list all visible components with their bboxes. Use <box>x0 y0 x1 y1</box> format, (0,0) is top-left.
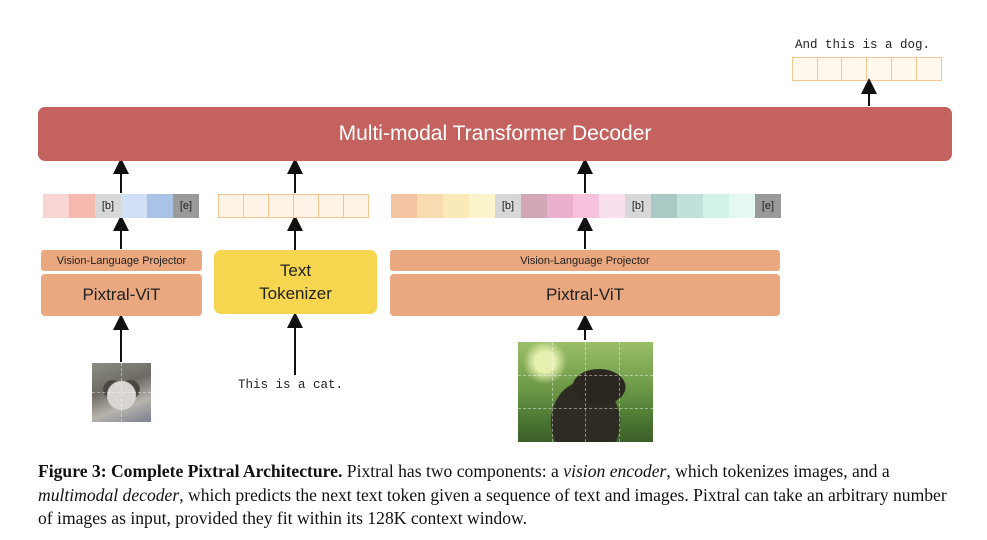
left-token-row: [b] [e] <box>43 194 199 218</box>
image-token <box>469 194 495 218</box>
output-token <box>817 57 842 81</box>
special-token: [b] <box>95 194 121 218</box>
left-projector: Vision-Language Projector <box>41 250 202 271</box>
caption-text-3: , which predicts the next text token giv… <box>38 484 947 529</box>
patch-grid-line <box>121 363 122 422</box>
text-token <box>268 194 294 218</box>
image-token <box>547 194 573 218</box>
image-token <box>729 194 755 218</box>
image-token <box>417 194 443 218</box>
image-token <box>443 194 469 218</box>
patch-grid-line <box>552 342 553 442</box>
image-token <box>121 194 147 218</box>
patch-grid-line <box>585 342 586 442</box>
patch-grid-line <box>92 392 151 393</box>
dog-image <box>518 342 653 442</box>
figure-caption: Figure 3: Complete Pixtral Architecture.… <box>38 460 958 531</box>
right-projector: Vision-Language Projector <box>390 250 780 271</box>
patch-grid-line <box>619 342 620 442</box>
special-token: [e] <box>755 194 781 218</box>
text-token <box>243 194 269 218</box>
caption-text-1: Pixtral has two components: a <box>342 461 564 481</box>
tokenizer-label-line2: Tokenizer <box>259 284 332 303</box>
input-text: This is a cat. <box>238 378 344 392</box>
caption-term-vision-encoder: vision encoder <box>563 461 667 481</box>
image-token <box>651 194 677 218</box>
text-token <box>318 194 344 218</box>
text-token <box>343 194 369 218</box>
special-token: [e] <box>173 194 199 218</box>
output-text: And this is a dog. <box>795 38 931 52</box>
text-tokenizer: Text Tokenizer <box>214 250 377 314</box>
image-token <box>703 194 729 218</box>
caption-term-multimodal-decoder: multimodal decoder <box>38 484 180 505</box>
tokenizer-label-line1: Text <box>279 261 312 280</box>
special-token: [b] <box>625 194 651 218</box>
text-token <box>293 194 319 218</box>
right-token-row: [b] [b] [e] <box>391 194 781 218</box>
output-token <box>916 57 942 81</box>
text-token-row <box>218 194 369 218</box>
output-token-row <box>792 57 942 81</box>
cat-image <box>92 363 151 422</box>
image-token <box>69 194 95 218</box>
patch-grid-line <box>518 408 653 409</box>
caption-label: Figure 3: Complete Pixtral Architecture. <box>38 461 343 481</box>
right-vit-encoder: Pixtral-ViT <box>390 274 780 316</box>
output-token <box>891 57 917 81</box>
image-token <box>573 194 599 218</box>
text-token <box>218 194 244 218</box>
special-token: [b] <box>495 194 521 218</box>
image-token <box>391 194 417 218</box>
caption-text-2: , which tokenizes images, and a <box>666 461 890 481</box>
patch-grid-line <box>518 375 653 376</box>
left-vit-encoder: Pixtral-ViT <box>41 274 202 316</box>
image-token <box>599 194 625 218</box>
image-token <box>147 194 173 218</box>
image-token <box>677 194 703 218</box>
image-token <box>43 194 69 218</box>
decoder-block: Multi-modal Transformer Decoder <box>38 107 952 161</box>
image-token <box>521 194 547 218</box>
